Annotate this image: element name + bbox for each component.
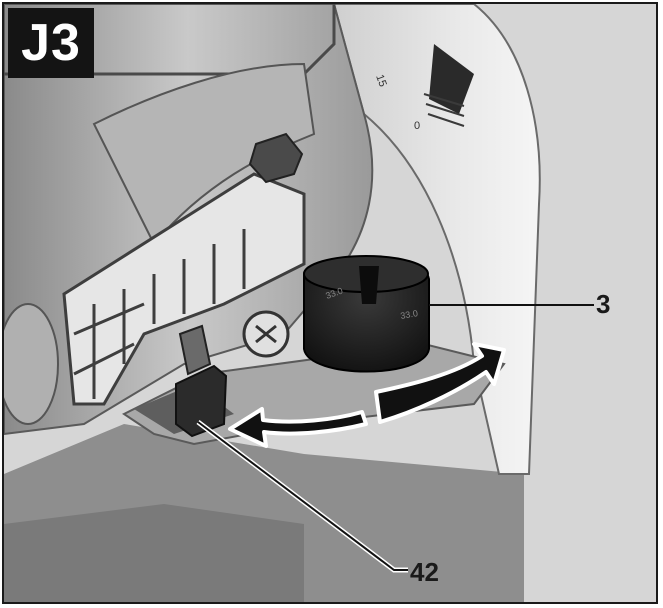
scale-mark-0: 0 [414, 120, 420, 132]
leader-line-42 [197, 421, 408, 571]
turntable-front [4, 504, 304, 602]
stop-bracket-42 [175, 364, 228, 438]
housing-panel [92, 62, 316, 246]
screw-slot [255, 324, 277, 344]
scale-mark-15: 15 [373, 73, 388, 89]
side-knob [4, 303, 59, 425]
bracket-post [178, 324, 212, 376]
arrow-left [228, 407, 368, 448]
guard-scale-lines [423, 93, 465, 127]
callout-label-3: 3 [596, 289, 611, 319]
guard-lock-lever [429, 44, 474, 114]
housing-edge [4, 4, 336, 76]
hex-nut [248, 132, 304, 184]
figure-label: J3 [8, 8, 94, 78]
illustration-frame: 33.0 33.0 15 0 J3 [2, 2, 658, 604]
arrow-right [374, 342, 506, 424]
saw-illustration: 33.0 33.0 15 0 [4, 4, 656, 602]
block-marking-right: 33.0 [400, 308, 419, 321]
stop-block-slot [359, 266, 379, 304]
callout-label-42: 42 [410, 557, 439, 587]
